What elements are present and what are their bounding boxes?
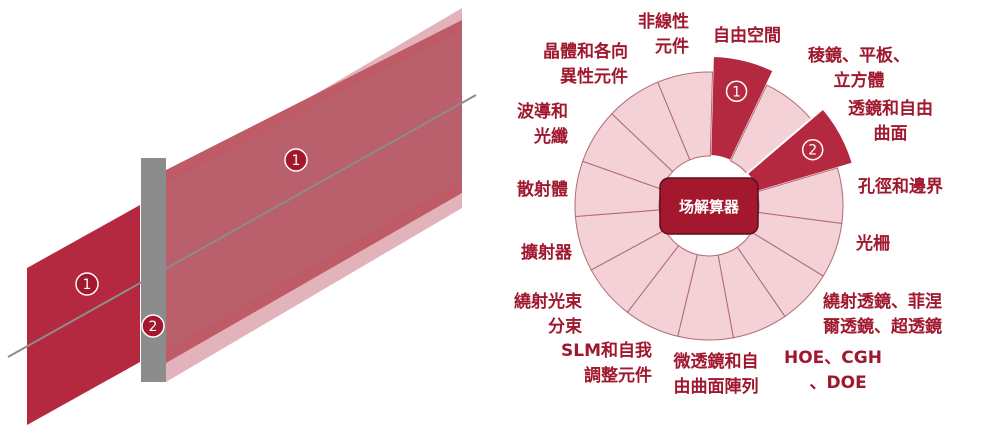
- segment-label-line: SLM和自我: [561, 340, 652, 361]
- segment-label-line: 孔徑和邊界: [858, 176, 943, 197]
- segment-label-line: 曲面: [874, 124, 908, 144]
- segment-label-line: 異性元件: [560, 66, 628, 87]
- segment-label-line: 光纖: [533, 126, 568, 147]
- segment-label-line: 、DOE: [810, 373, 867, 393]
- beam-illustration: 1 1 2: [7, 8, 477, 425]
- segment-label-line: 調整元件: [584, 365, 652, 386]
- field-solver-label: 场解算器: [679, 198, 740, 216]
- segment-label-nonlinear: 非線性元件: [638, 11, 689, 57]
- segment-label-line: 元件: [655, 36, 689, 57]
- segment-label-line: 稜鏡、平板、: [808, 45, 910, 66]
- segment-label-line: 自由空間: [713, 25, 781, 46]
- segment-nonlinear: [657, 71, 714, 161]
- segment-label-line: 微透鏡和自: [673, 351, 759, 372]
- segment-label-line: 立方體: [834, 70, 885, 91]
- segment-label-slm-tuning: SLM和自我調整元件: [561, 340, 652, 386]
- marker-1-right-label: 1: [292, 153, 301, 169]
- segment-label-line: 爾透鏡、超透鏡: [822, 316, 942, 337]
- segment-label-line: 波導和: [517, 101, 568, 122]
- segment-free-space: [709, 55, 775, 163]
- segment-label-waveguide-fiber: 波導和光纖: [517, 101, 568, 147]
- segment-label-crystal-anisotropic: 晶體和各向異性元件: [543, 41, 628, 87]
- solver-wheel: 12: [574, 55, 855, 341]
- segment-label-line: 繞射透鏡、菲涅: [823, 291, 942, 312]
- segment-label-aperture-boundary: 孔徑和邊界: [858, 176, 943, 197]
- segment-label-hoe-cgh-doe: HOE、CGH 、DOE: [784, 348, 882, 393]
- solver-wheel-labels: 自由空間稜鏡、平板、立方體透鏡和自由曲面孔徑和邊界光柵繞射透鏡、菲涅爾透鏡、超透…: [514, 11, 943, 397]
- segment-label-diffractive-lens: 繞射透鏡、菲涅爾透鏡、超透鏡: [822, 291, 942, 337]
- segment-label-line: 由曲面陣列: [674, 376, 759, 397]
- beam-right-core: [166, 30, 462, 350]
- segment-label-line: 非線性: [638, 11, 689, 32]
- segment-marker-label-lens-freeform: 2: [808, 143, 817, 159]
- segment-label-beam-splitter: 繞射光束分束: [514, 291, 582, 337]
- marker-1-left: 1: [75, 272, 99, 296]
- optical-element-plate: [141, 158, 166, 382]
- segment-label-scatterer: 散射體: [517, 179, 568, 200]
- field-solver-center: 场解算器: [659, 177, 759, 235]
- marker-1-left-label: 1: [83, 277, 92, 293]
- segment-label-prism-plate: 稜鏡、平板、立方體: [808, 45, 910, 91]
- segment-marker-label-free-space: 1: [732, 84, 741, 100]
- segment-label-line: HOE、CGH: [784, 348, 882, 368]
- optical-axis: [7, 94, 477, 358]
- segment-marker-lens-freeform: 2: [801, 138, 824, 161]
- marker-2-plate: 2: [141, 314, 165, 338]
- segment-label-line: 繞射光束: [514, 291, 582, 312]
- segment-label-grating: 光柵: [855, 233, 890, 254]
- segment-marker-free-space: 1: [725, 80, 748, 103]
- segment-label-line: 散射體: [517, 179, 568, 200]
- segment-label-lens-freeform: 透鏡和自由曲面: [848, 98, 933, 144]
- segment-label-diffuser: 擴射器: [521, 242, 573, 263]
- marker-2-plate-label: 2: [149, 319, 158, 335]
- segment-label-line: 分束: [548, 316, 582, 337]
- segment-label-microlens-array: 微透鏡和自由曲面陣列: [673, 351, 759, 397]
- segment-label-line: 光柵: [855, 233, 890, 254]
- segment-label-free-space: 自由空間: [713, 25, 781, 46]
- segment-label-line: 透鏡和自由: [848, 98, 933, 119]
- marker-1-right: 1: [284, 148, 308, 172]
- segment-label-line: 晶體和各向: [543, 41, 628, 62]
- segment-label-line: 擴射器: [521, 242, 573, 263]
